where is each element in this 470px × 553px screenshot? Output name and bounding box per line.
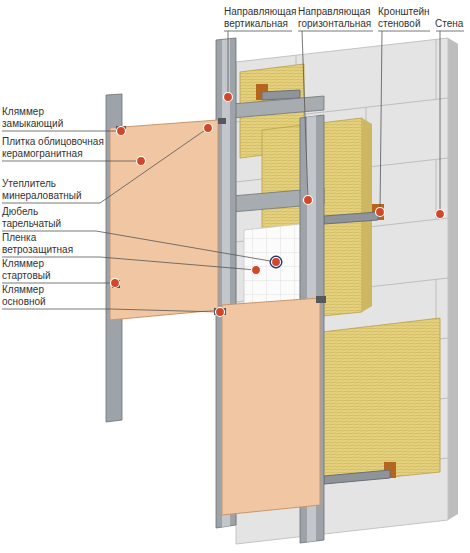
clip xyxy=(316,296,326,303)
leader-line xyxy=(2,309,220,312)
leader-line xyxy=(302,31,308,200)
clip xyxy=(112,118,326,315)
brick-joint xyxy=(436,159,437,219)
bracket xyxy=(324,470,390,484)
callout-dot xyxy=(304,196,313,205)
brick-joint xyxy=(436,39,437,99)
leader-line xyxy=(380,31,382,212)
part-label: Пленка ветрозащитная xyxy=(2,232,86,256)
callout-dot xyxy=(111,279,120,288)
leader-line xyxy=(224,31,292,32)
horizontal-rail xyxy=(232,96,324,118)
leader-line xyxy=(2,131,121,132)
leader-line xyxy=(228,31,229,97)
part-label: Направляющая горизонтальная xyxy=(298,6,378,30)
facing-tile xyxy=(110,120,218,320)
part-label: Кронштейн стеновой xyxy=(378,6,436,30)
dowel xyxy=(270,256,282,268)
callout-dot xyxy=(216,308,225,317)
callout-dot xyxy=(376,208,385,217)
callout-dot xyxy=(272,258,281,267)
callout-dot xyxy=(204,124,213,133)
bracket xyxy=(324,212,378,224)
part-label: Дюбель тарельчатый xyxy=(2,206,82,230)
mineral-wool xyxy=(322,318,440,484)
leader-line xyxy=(2,161,141,162)
callout-dot xyxy=(224,93,233,102)
part-label: Направляющая вертикальная xyxy=(224,6,296,30)
part-label: Утеплитель минераловатный xyxy=(2,178,82,202)
part-label: Кляммер стартовый xyxy=(2,258,82,282)
leader-line xyxy=(2,283,115,284)
callout-dot xyxy=(436,210,445,219)
part-label: Кляммер замыкающий xyxy=(2,106,82,130)
callout-dot xyxy=(117,127,126,136)
leader-line xyxy=(378,31,430,32)
callout-dots xyxy=(111,93,445,317)
leader-line xyxy=(298,31,373,32)
callout-dot xyxy=(137,157,146,166)
part-label: Кляммер основной xyxy=(2,284,82,308)
leader-line xyxy=(2,128,208,203)
part-label: Стена xyxy=(435,18,467,30)
leader-lines xyxy=(2,31,464,312)
facing-tile xyxy=(222,298,320,515)
callout-dot xyxy=(252,266,261,275)
leader-line xyxy=(440,31,441,214)
clip xyxy=(218,118,226,124)
wall-side xyxy=(448,38,458,520)
part-label: Плитка облицовочная керамогранитная xyxy=(2,136,114,160)
